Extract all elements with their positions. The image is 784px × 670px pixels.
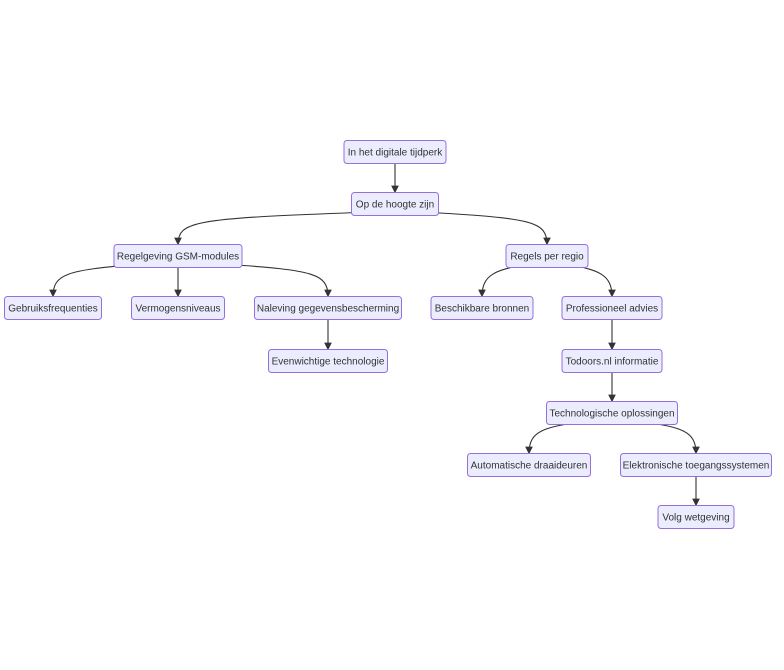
node-label: Op de hoogte zijn [356,200,434,211]
node-in-het-digitale-tijdperk: In het digitale tijdperk [343,140,447,164]
edge-n3-to-n7 [230,263,332,298]
node-label: Regelgeving GSM-modules [117,252,239,263]
node-box [343,140,447,164]
node-vermogensniveaus: Vermogensniveaus [131,296,225,320]
node-box [620,453,772,477]
node-label: Volg wetgeving [662,513,729,524]
node-label: Regels per regio [510,252,584,263]
edge-n4-to-n9 [569,263,616,298]
node-professioneel-advies: Professioneel advies [561,296,663,320]
node-box [467,453,591,477]
node-box [561,349,663,373]
node-box [430,296,534,320]
edge-n12-to-n14 [641,420,700,455]
nodes-layer: In het digitale tijdperk Op de hoogte zij… [4,140,772,529]
edge-n3-to-n5 [49,263,135,298]
node-naleving-gegevensbescherming: Naleving gegevensbescherming [254,296,402,320]
node-box [4,296,102,320]
node-box [505,244,589,268]
edge-n2-to-n4 [431,211,551,246]
node-evenwichtige-technologie: Evenwichtige technologie [268,349,388,373]
node-beschikbare-bronnen: Beschikbare bronnen [430,296,534,320]
node-automatische-draaideuren: Automatische draaideuren [467,453,591,477]
node-label: Professioneel advies [566,304,658,315]
node-box [268,349,388,373]
node-regels-per-regio: Regels per regio [505,244,589,268]
node-label: Gebruiksfrequenties [8,304,98,315]
node-elektronische-toegangssystemen: Elektronische toegangssystemen [620,453,772,477]
node-box [113,244,243,268]
node-gebruiksfrequenties: Gebruiksfrequenties [4,296,102,320]
node-volg-wetgeving: Volg wetgeving [657,505,735,529]
node-box [351,192,439,216]
node-label: Technologische oplossingen [549,409,674,420]
node-label: Automatische draaideuren [471,461,588,472]
node-label: Evenwichtige technologie [272,357,385,368]
node-regelgeving-gsm-modules: Regelgeving GSM-modules [113,244,243,268]
node-box [657,505,735,529]
node-label: Vermogensniveaus [135,304,220,315]
edge-n2-to-n3 [174,211,359,246]
node-box [546,401,678,425]
node-label: Naleving gegevensbescherming [257,304,399,315]
node-box [561,296,663,320]
edge-n4-to-n8 [478,263,525,298]
node-label: In het digitale tijdperk [348,148,444,159]
node-label: Beschikbare bronnen [435,304,530,315]
node-label: Todoors.nl informatie [566,357,659,368]
node-box [254,296,402,320]
node-op-de-hoogte-zijn: Op de hoogte zijn [351,192,439,216]
node-label: Elektronische toegangssystemen [623,461,770,472]
node-box [131,296,225,320]
node-todoors-nl-informatie: Todoors.nl informatie [561,349,663,373]
node-technologische-oplossingen: Technologische oplossingen [546,401,678,425]
edge-n12-to-n13 [525,420,584,455]
